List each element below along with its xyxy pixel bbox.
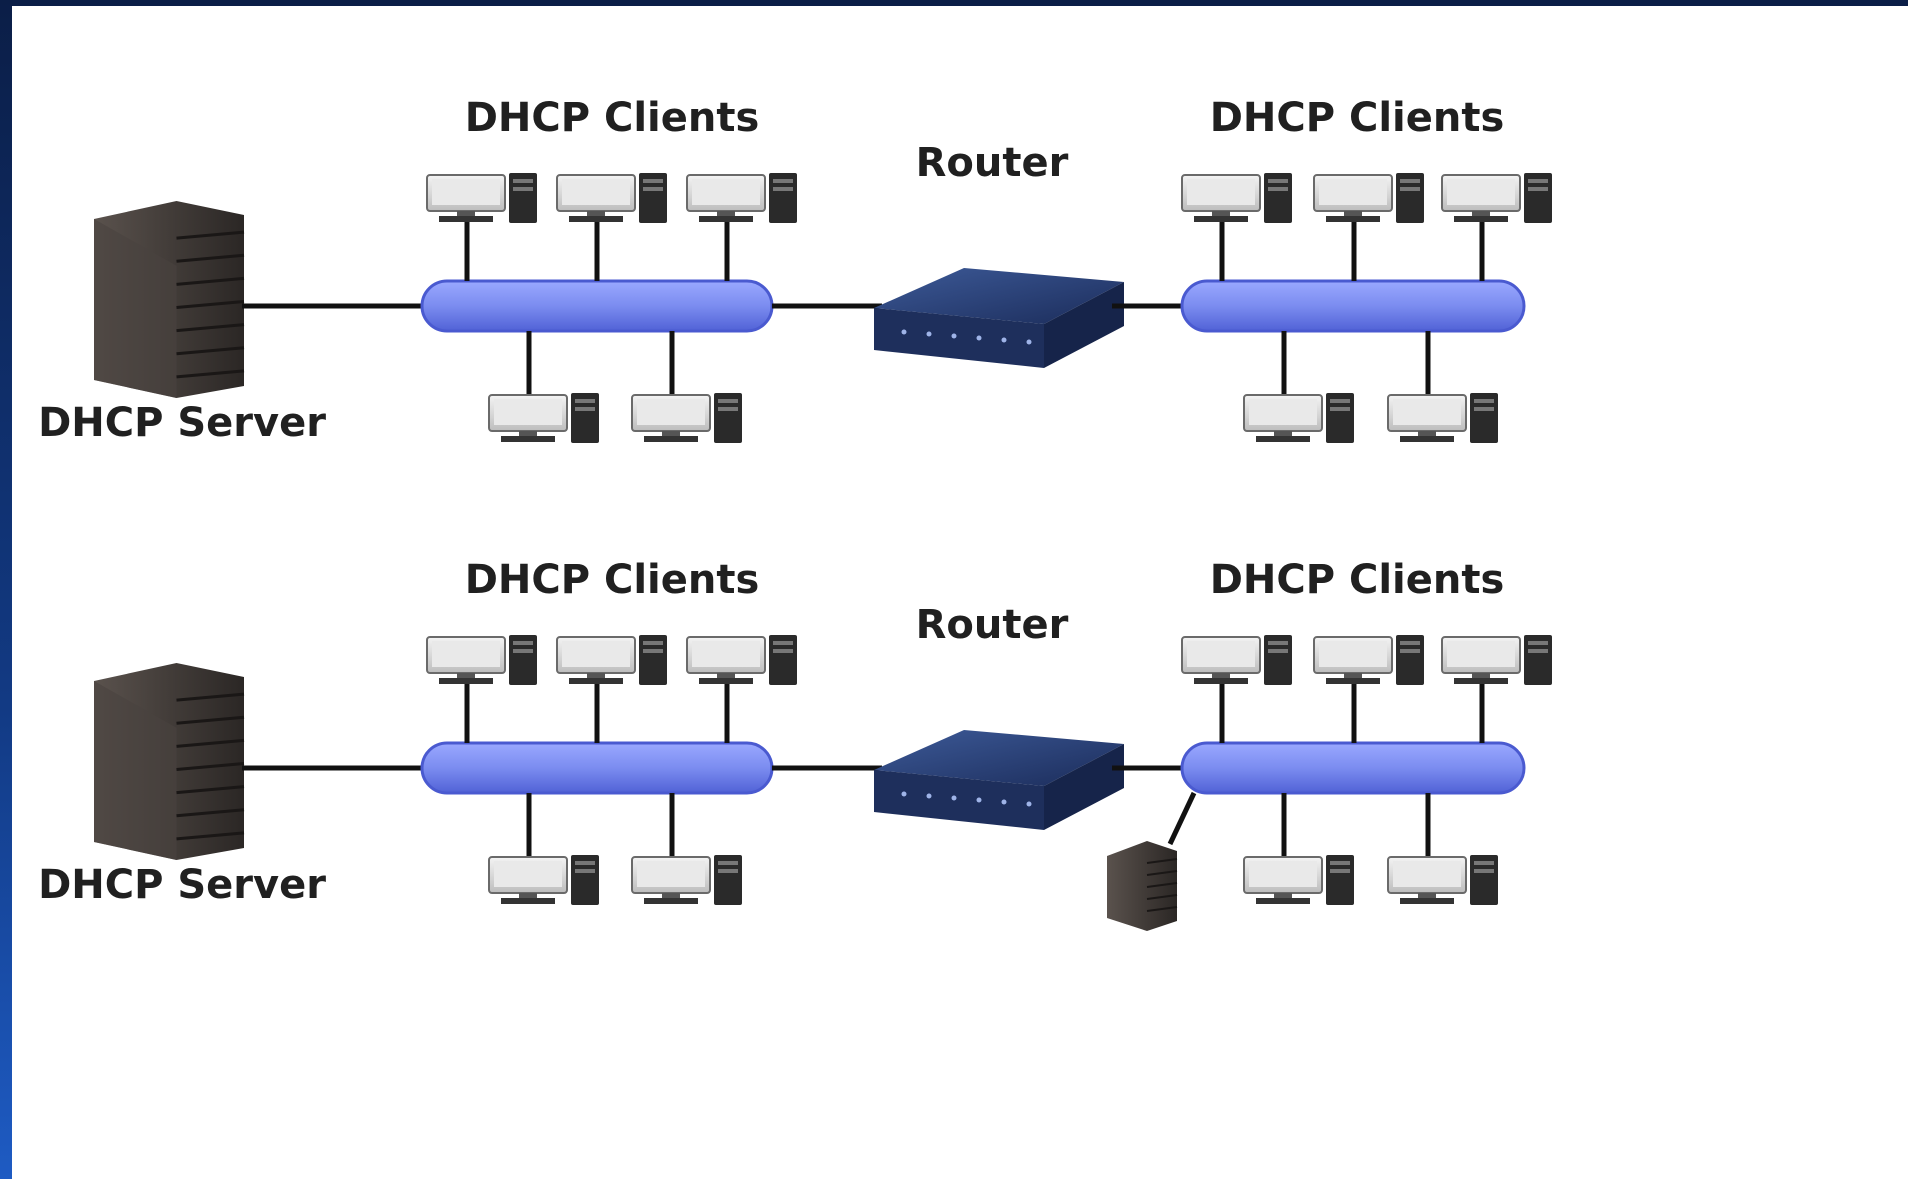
left-client-computer-top-1 xyxy=(556,173,667,223)
left-client-computer-top-0 xyxy=(426,173,537,223)
right-client-computer-bottom-1 xyxy=(1387,393,1498,443)
relay-agent-server-icon xyxy=(1107,841,1178,931)
right-client-computer-top-0 xyxy=(1181,173,1292,223)
left-client-computer-top-2 xyxy=(686,635,797,685)
dhcp-server-icon xyxy=(94,663,245,860)
right-client-computer-bottom-1 xyxy=(1387,855,1498,905)
left-client-computer-bottom-1 xyxy=(631,393,742,443)
left-clients-label: DHCP Clients xyxy=(465,557,760,603)
router-label: Router xyxy=(916,140,1069,186)
router-icon xyxy=(874,268,1124,368)
right-client-computer-bottom-0 xyxy=(1243,855,1354,905)
right-client-computer-top-1 xyxy=(1313,635,1424,685)
router-label: Router xyxy=(916,602,1069,648)
left-client-computer-bottom-0 xyxy=(488,393,599,443)
server-label: DHCP Server xyxy=(38,400,326,446)
right-clients-label: DHCP Clients xyxy=(1210,557,1505,603)
right-client-computer-top-2 xyxy=(1441,173,1552,223)
left-clients-label: DHCP Clients xyxy=(465,95,760,141)
left-network-segment xyxy=(420,279,774,333)
server-label: DHCP Server xyxy=(38,862,326,908)
left-client-computer-top-0 xyxy=(426,635,537,685)
left-network-segment xyxy=(420,741,774,795)
right-network-segment xyxy=(1180,741,1526,795)
right-client-computer-top-2 xyxy=(1441,635,1552,685)
right-client-computer-top-0 xyxy=(1181,635,1292,685)
right-client-computer-top-1 xyxy=(1313,173,1424,223)
left-client-computer-top-2 xyxy=(686,173,797,223)
dhcp-server-icon xyxy=(94,201,245,398)
left-client-computer-bottom-1 xyxy=(631,855,742,905)
left-client-computer-bottom-0 xyxy=(488,855,599,905)
right-client-computer-bottom-0 xyxy=(1243,393,1354,443)
router-icon xyxy=(874,730,1124,830)
relay-agent-cable xyxy=(1167,791,1197,846)
left-client-computer-top-1 xyxy=(556,635,667,685)
right-clients-label: DHCP Clients xyxy=(1210,95,1505,141)
right-network-segment xyxy=(1180,279,1526,333)
